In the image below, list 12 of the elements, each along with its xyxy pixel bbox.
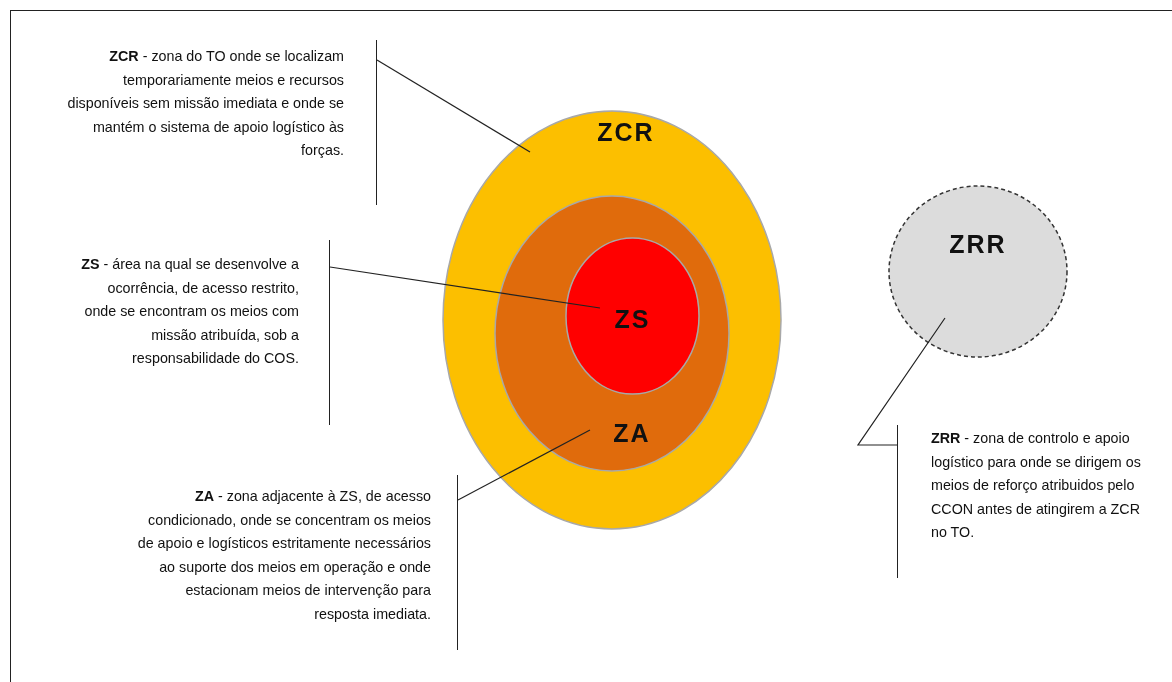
zone-label: ZS bbox=[613, 305, 652, 334]
zone-description: ZCR - zona do TO onde se localizam temporariamente meios e recursos disponíveis sem missão imediata e onde se mantém o sistema de apoio logístico às forças. bbox=[66, 47, 344, 160]
zone-label: ZCR bbox=[596, 118, 656, 147]
leader-line bbox=[376, 59, 531, 153]
zone-description: ZRR - zona de controlo e apoio logístico para onde se dirigem os meios de reforço atribuidos pelo CCON antes de atingirem a ZCR no TO. bbox=[931, 429, 1142, 542]
zone-label: ZRR bbox=[948, 230, 1008, 259]
zone-description: ZA - zona adjacente à ZS, de acesso condicionado, onde se concentram os meios de apoio e logísticos estritamente necessários ao suporte dos meios em operação e onde estacionam meios de intervenção para resposta imediata. bbox=[136, 487, 431, 624]
zone-description: ZS - área na qual se desenvolve a ocorrência, de acesso restrito, onde se encontram os meios com missão atribuída, sob a responsabilidade do COS. bbox=[80, 255, 299, 368]
leader-line bbox=[457, 429, 591, 501]
zone-label: ZA bbox=[612, 419, 652, 448]
leader-line bbox=[856, 317, 946, 446]
leader-line bbox=[329, 266, 601, 309]
